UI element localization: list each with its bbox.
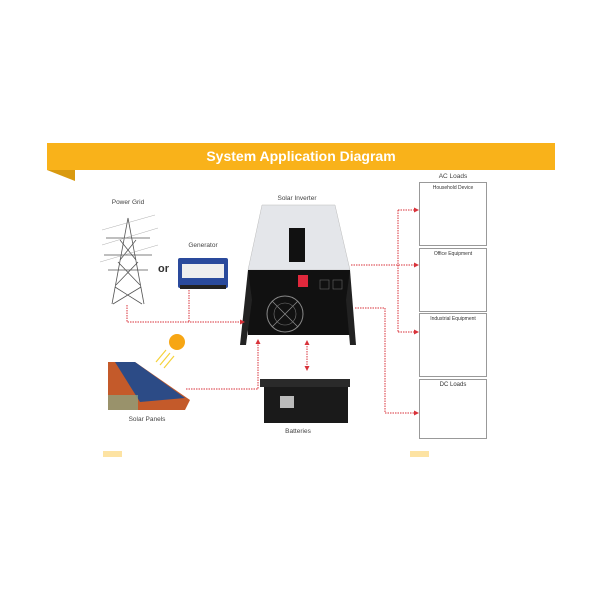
title-banner bbox=[47, 143, 555, 170]
batteries-label: Batteries bbox=[285, 428, 311, 435]
dc-loads-box: DC Loads bbox=[419, 379, 487, 439]
banner-tab bbox=[47, 170, 75, 181]
yellow-marker-left bbox=[103, 451, 122, 457]
battery-icon bbox=[260, 379, 350, 423]
dc-loads-label: DC Loads bbox=[439, 382, 467, 388]
generator-label: Generator bbox=[188, 242, 218, 249]
banner-title: System Application Diagram bbox=[206, 148, 396, 164]
sun-icon bbox=[155, 334, 185, 369]
solar-panel-icon bbox=[108, 362, 190, 410]
industrial-equipment-label: Industrial Equipment bbox=[430, 316, 476, 322]
solar-panels-label: Solar Panels bbox=[128, 416, 166, 423]
ac-loads-label: AC Loads bbox=[438, 173, 468, 180]
household-device-label: Household Device bbox=[432, 185, 474, 191]
office-equipment-box: Office Equipment bbox=[419, 248, 487, 312]
solar-inverter-label: Solar Inverter bbox=[277, 195, 317, 202]
office-equipment-label: Office Equipment bbox=[433, 251, 473, 257]
connection-lines bbox=[126, 207, 419, 416]
industrial-equipment-box: Industrial Equipment bbox=[419, 313, 487, 377]
power-grid-label: Power Grid bbox=[111, 199, 145, 206]
household-device-box: Household Device bbox=[419, 182, 487, 246]
generator-icon bbox=[178, 258, 228, 289]
yellow-marker-right bbox=[410, 451, 429, 457]
or-label: or bbox=[158, 263, 169, 275]
power-tower-icon bbox=[99, 214, 159, 305]
solar-inverter-icon bbox=[240, 204, 356, 345]
